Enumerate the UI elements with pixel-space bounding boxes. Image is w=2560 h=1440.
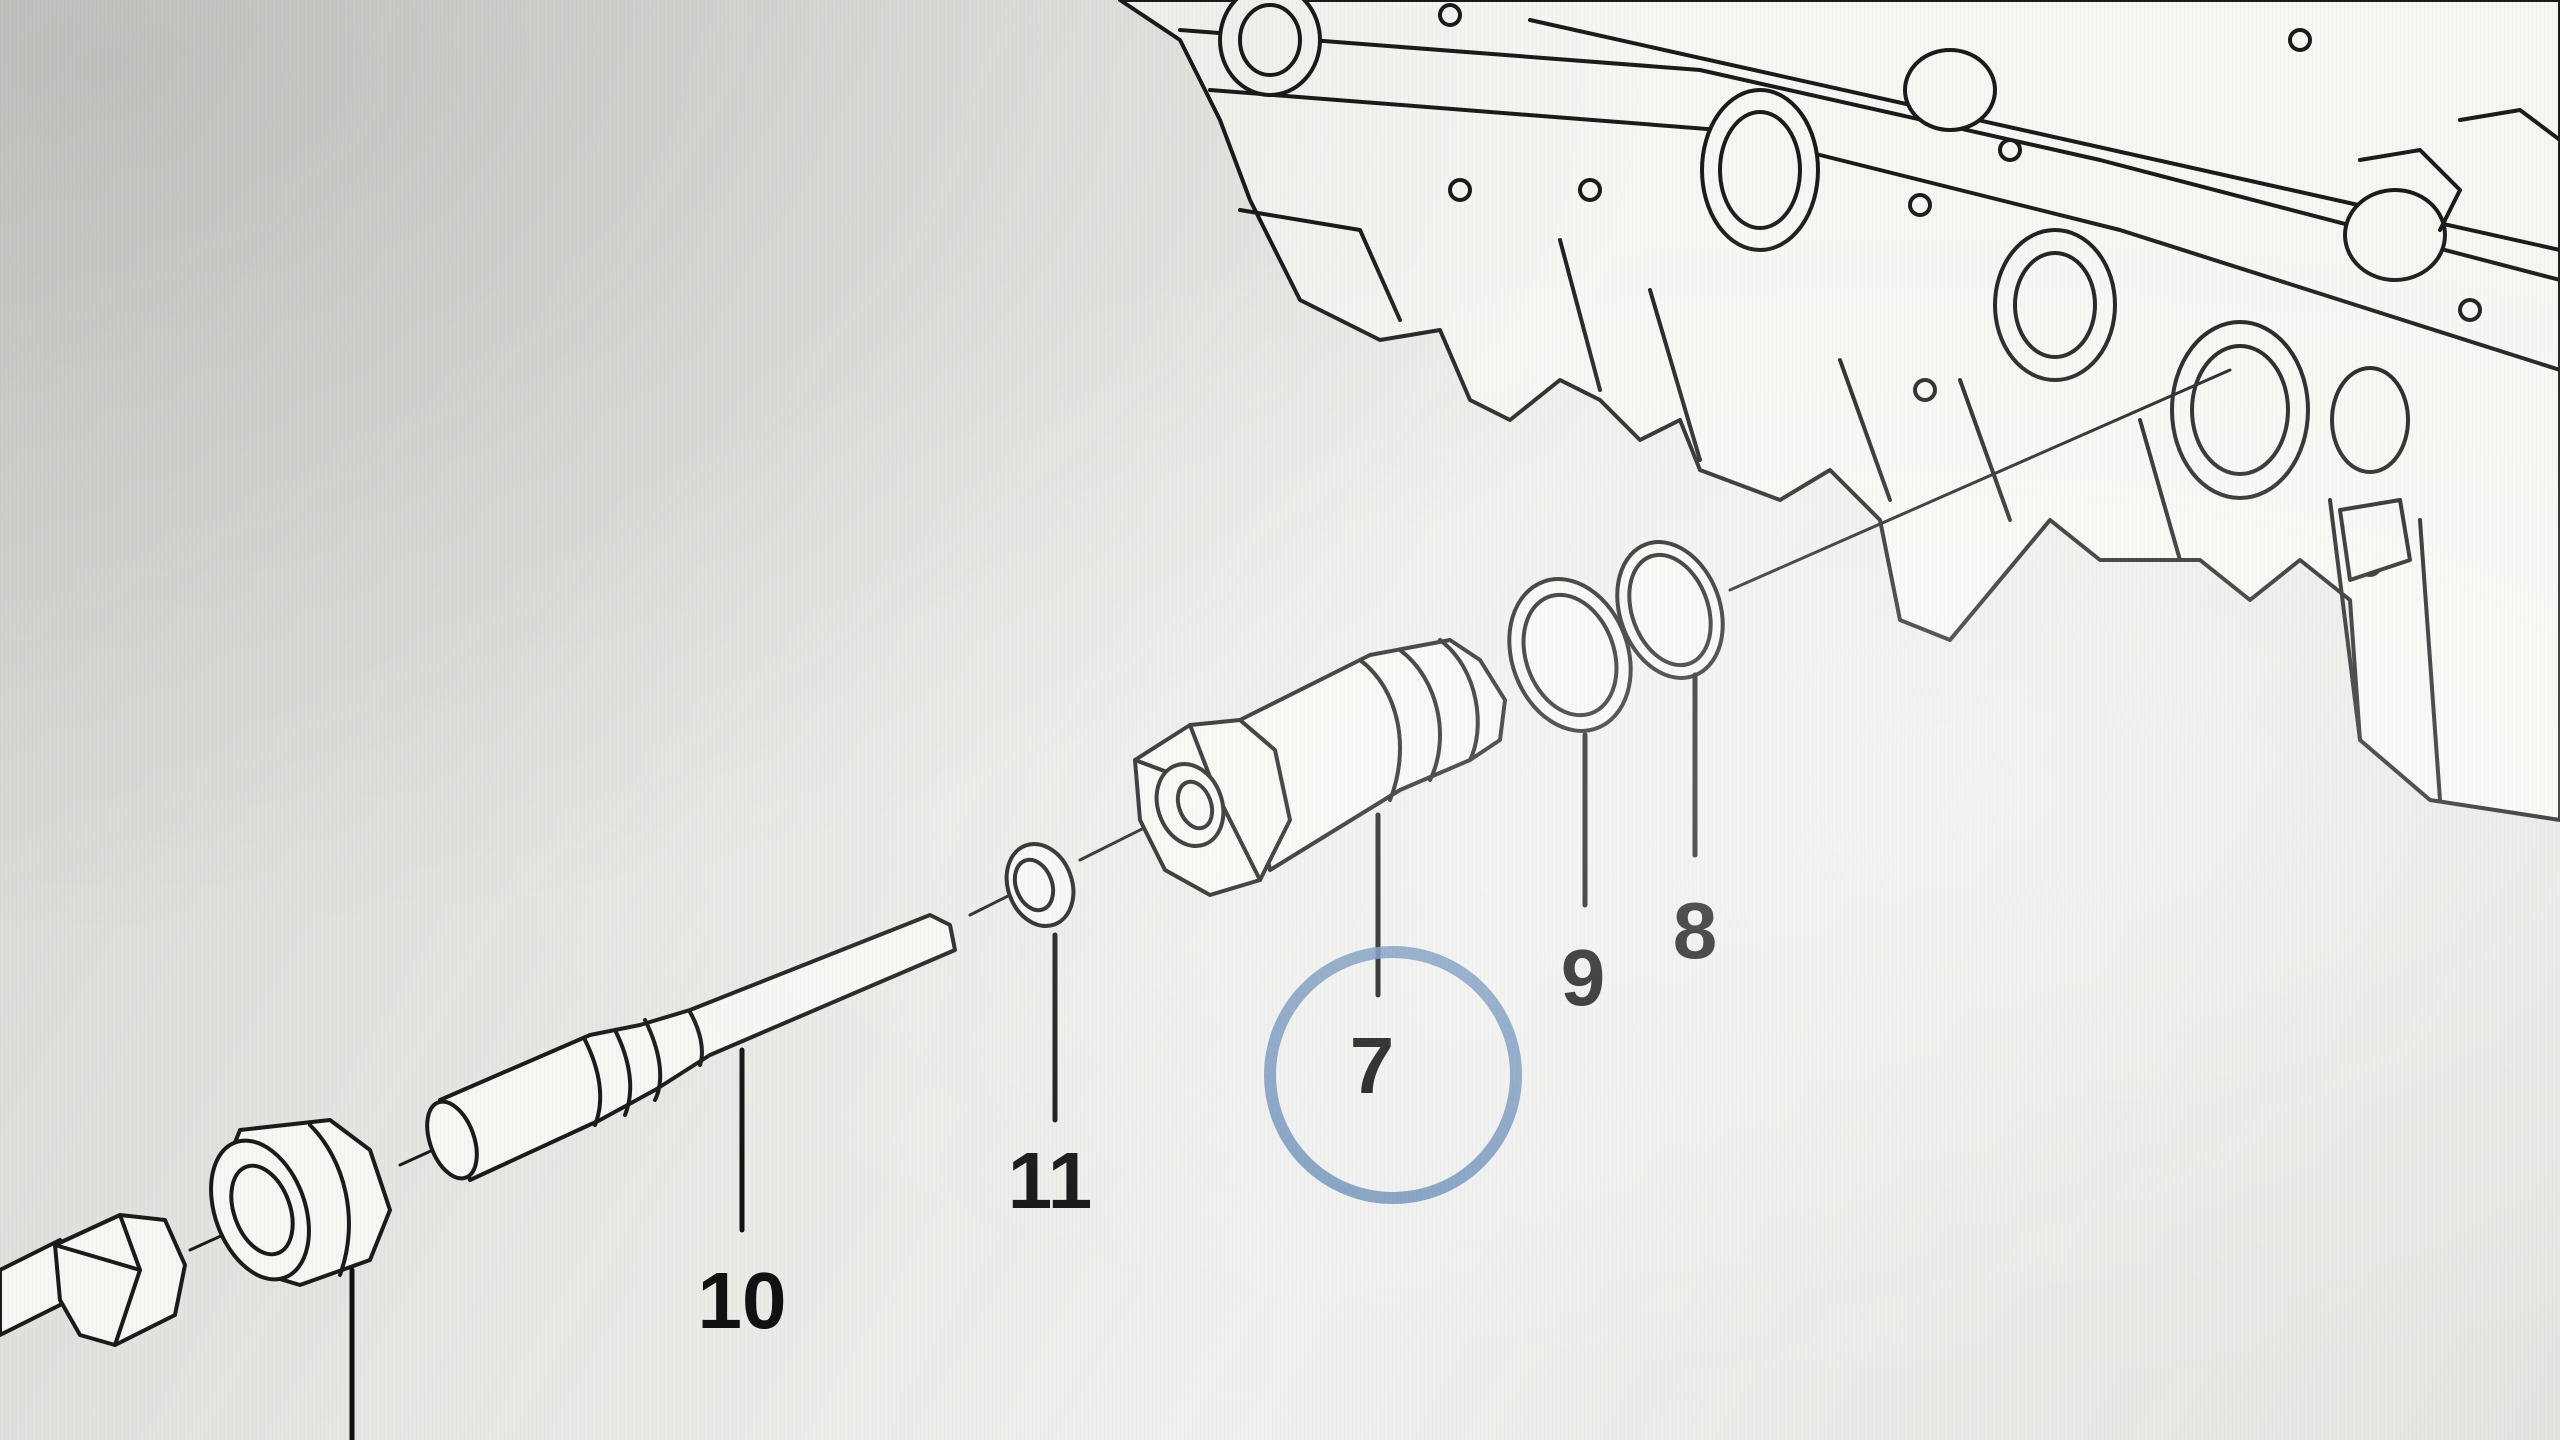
callout-8: 8 (1673, 886, 1718, 975)
callout-11: 11 (1008, 1136, 1093, 1225)
part-9-sealing-ring (1507, 577, 1633, 733)
fitting-nut (209, 1118, 392, 1287)
callout-10: 10 (698, 1256, 787, 1345)
highlight-circle (1264, 946, 1522, 1204)
part-11-washer (1004, 842, 1076, 928)
part-7-threaded-sleeve (1133, 638, 1507, 897)
engine-block (1118, 0, 2560, 822)
callout-9: 9 (1561, 933, 1606, 1022)
assembly-axis-line (1728, 368, 2232, 592)
part-8-o-ring (1615, 540, 1725, 680)
callout-7: 7 (1350, 1021, 1395, 1110)
part-10-injector-pipe (425, 913, 957, 1182)
fuel-line (0, 1213, 187, 1347)
